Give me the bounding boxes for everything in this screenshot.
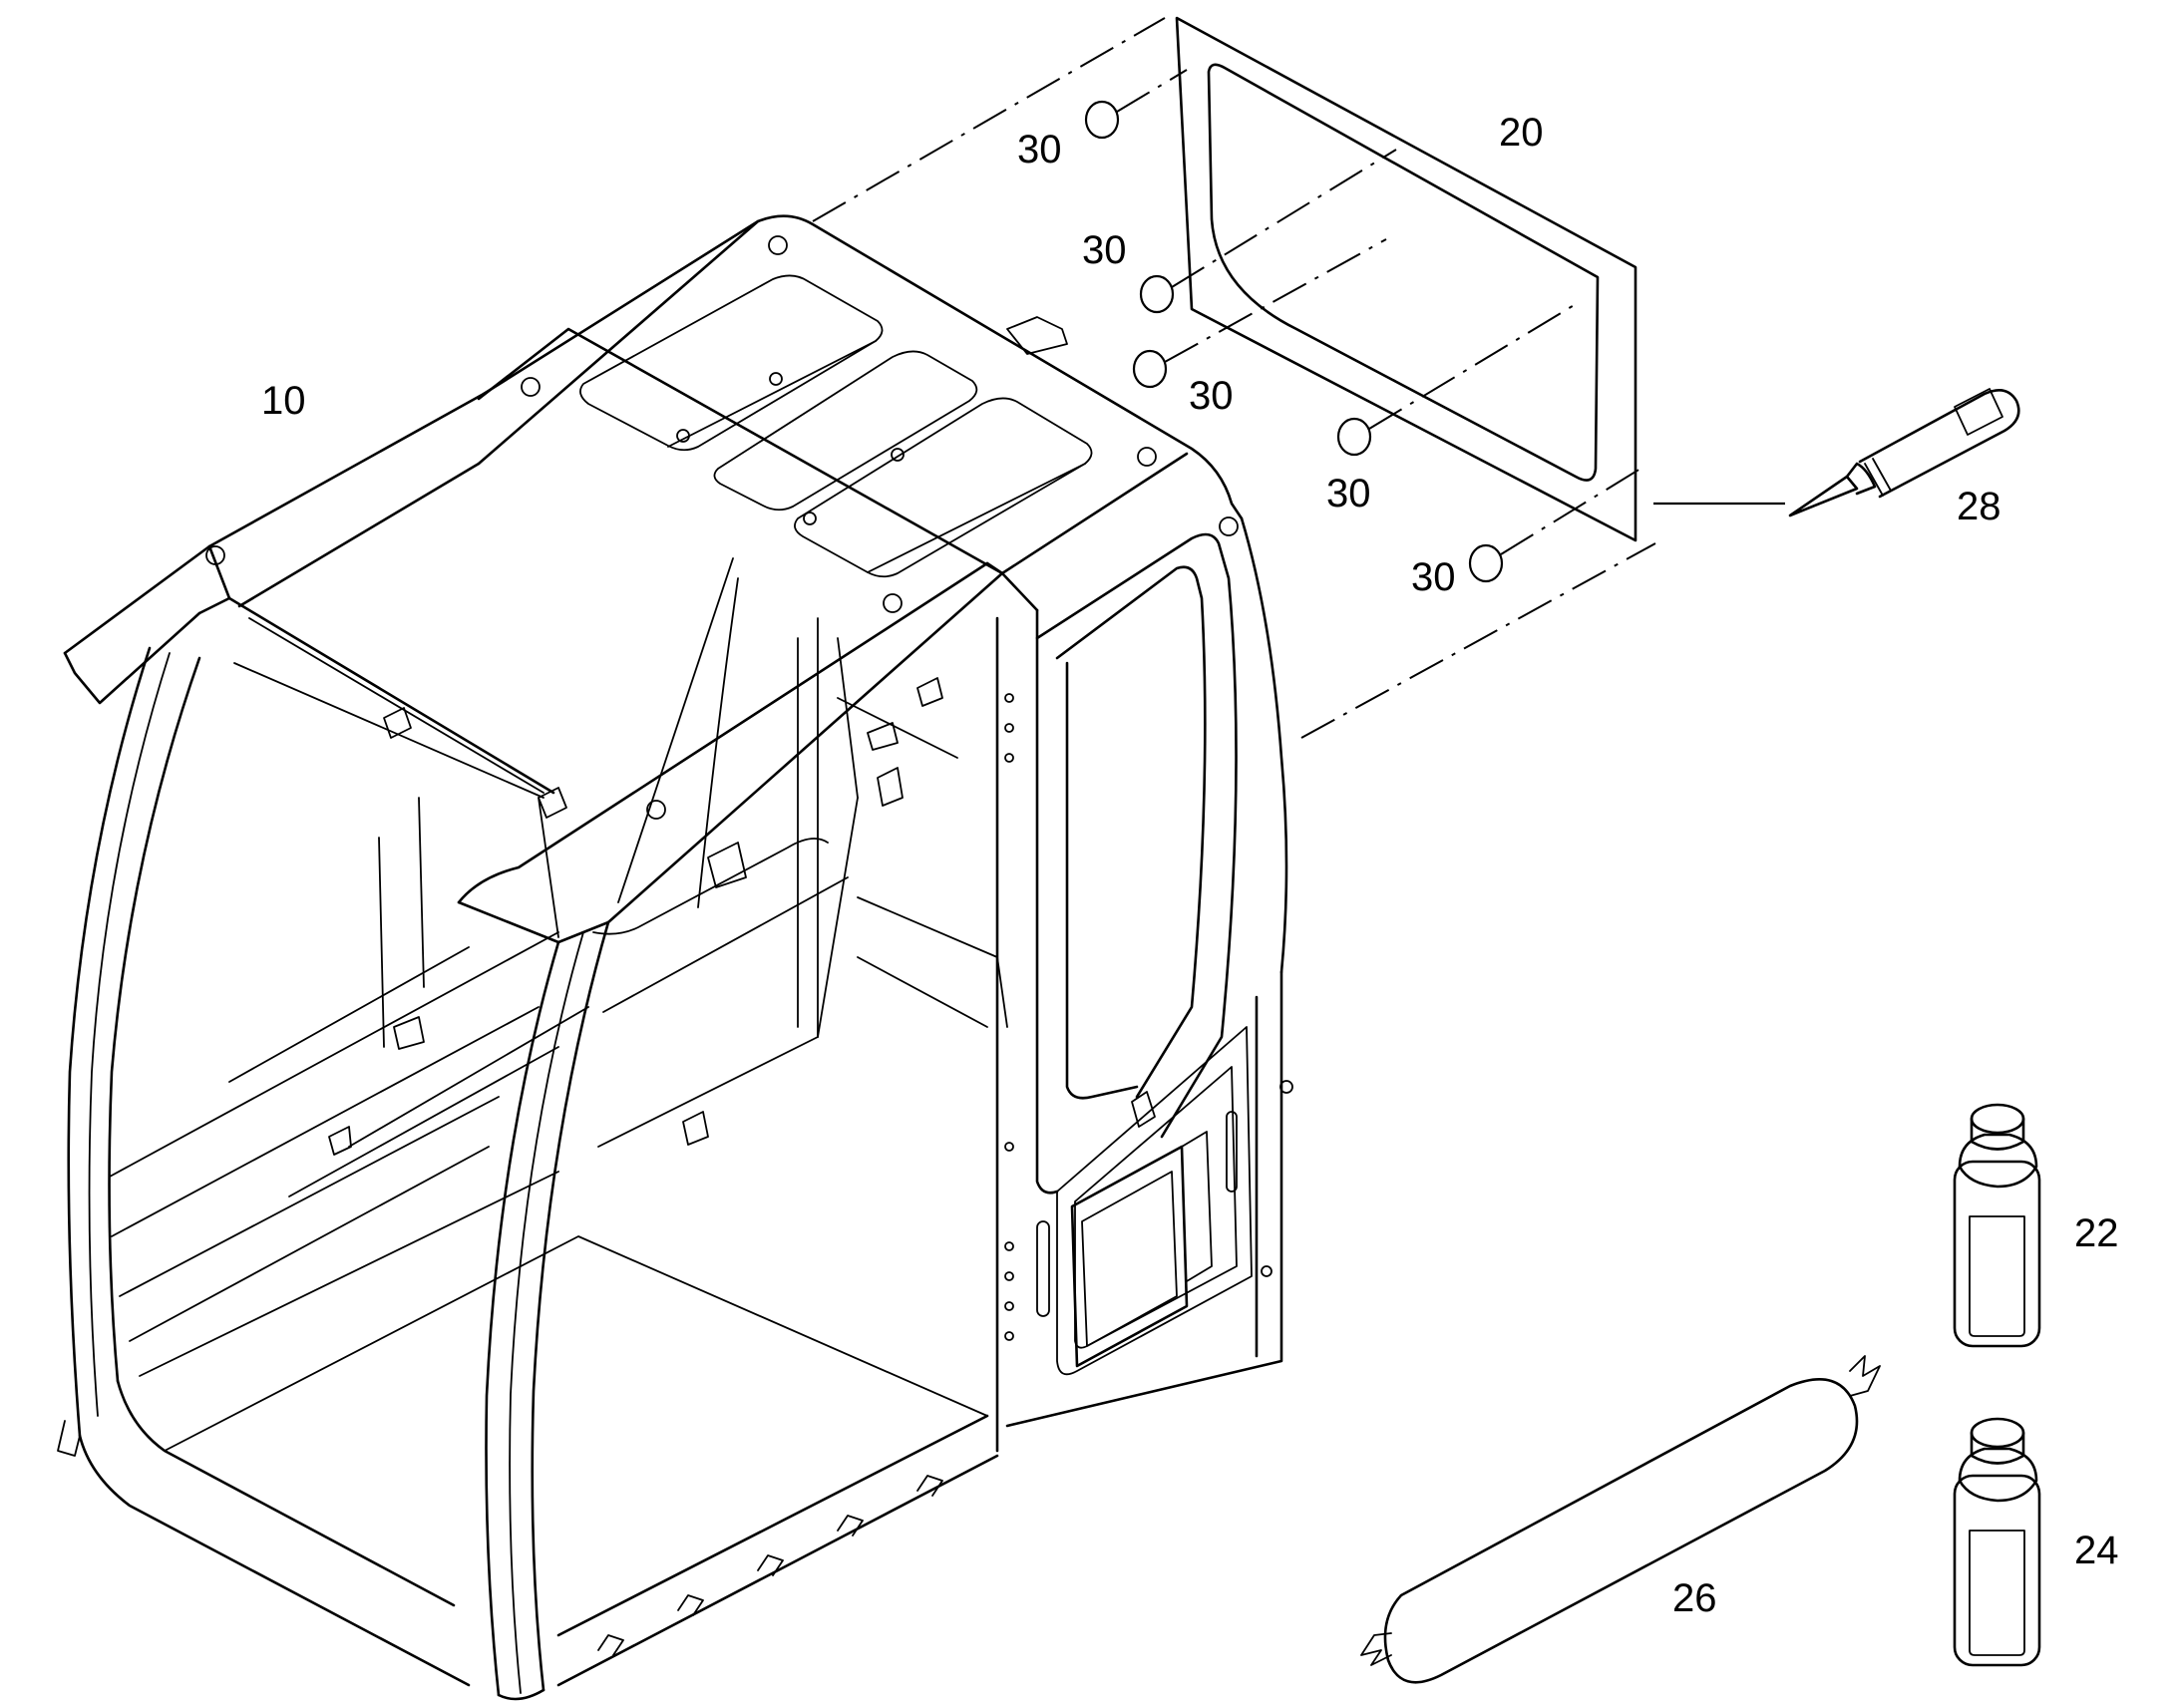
spacer-4 <box>1336 417 1372 457</box>
assembly-lines <box>812 17 1656 739</box>
callout-spacer-1: 30 <box>1017 128 1062 171</box>
primer-bottle-22 <box>1953 1103 2041 1348</box>
callout-cab: 10 <box>261 379 306 423</box>
callout-spacer-5: 30 <box>1411 555 1456 599</box>
callout-bottle-b: 24 <box>2074 1529 2119 1572</box>
spacer-pads <box>1084 100 1504 583</box>
glass-panel <box>1175 16 1637 542</box>
primer-bottle-24 <box>1953 1417 2041 1667</box>
spacer-5 <box>1468 543 1504 583</box>
callout-nozzle: 28 <box>1957 485 2001 528</box>
callout-bottle-a: 22 <box>2074 1211 2119 1255</box>
spacer-1 <box>1084 100 1120 140</box>
sealant-nozzle <box>1653 388 2020 517</box>
cab-frame <box>57 214 1293 1701</box>
spacer-3 <box>1132 349 1168 389</box>
sealant-sausage <box>1360 1355 1881 1684</box>
callout-labels: 10 20 22 24 26 28 30 30 30 30 30 <box>261 111 2119 1620</box>
callout-spacer-4: 30 <box>1326 472 1371 515</box>
callout-glass: 20 <box>1499 111 1544 155</box>
callout-spacer-2: 30 <box>1082 228 1127 272</box>
spacer-2 <box>1139 274 1175 314</box>
callout-sealant-sausage: 26 <box>1672 1576 1717 1620</box>
callout-spacer-3: 30 <box>1189 374 1234 418</box>
